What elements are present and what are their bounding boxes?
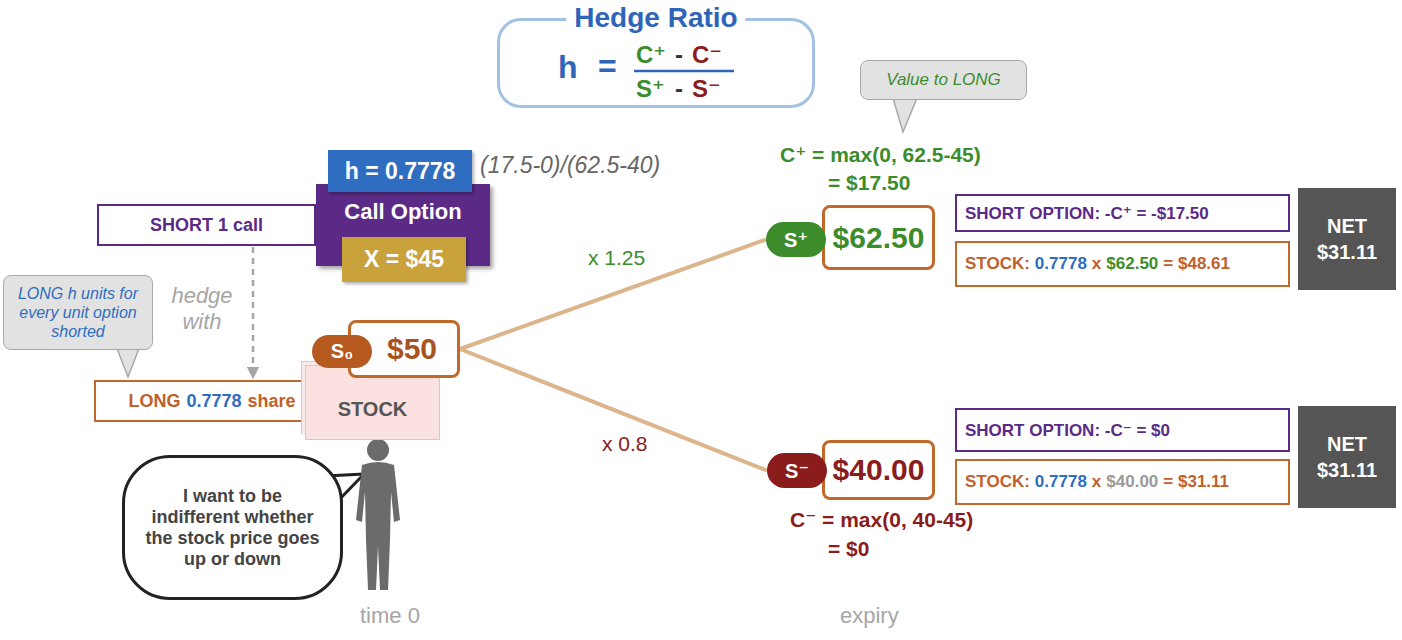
annotation-label: time 0 bbox=[360, 603, 420, 629]
position-text: share bbox=[248, 391, 296, 412]
ratio-text: h = 0.7778 bbox=[345, 158, 456, 185]
pill-text: S⁻ bbox=[785, 459, 809, 483]
callout-tail bbox=[116, 346, 140, 377]
payoff-text: x bbox=[1092, 472, 1101, 492]
fraction-bar bbox=[634, 70, 734, 73]
edge-label: x 0.8 bbox=[600, 432, 650, 456]
payoff-text: x bbox=[1092, 254, 1101, 274]
callout-text: LONG h units for every unit option short… bbox=[9, 284, 147, 341]
formula-text: S⁺ bbox=[636, 77, 665, 101]
annotation-label: C⁻ = max(0, 40-45) bbox=[790, 508, 973, 532]
price-pill: S⁺ bbox=[766, 222, 826, 257]
price-text: $62.50 bbox=[833, 221, 925, 255]
formula-text: C⁺ bbox=[636, 43, 666, 67]
formula-text: h bbox=[558, 51, 578, 83]
net-text: $31.11 bbox=[1317, 457, 1377, 483]
formula-box: Hedge Ratioh=C⁺-C⁻S⁺-S⁻ bbox=[497, 18, 815, 108]
callout-text: Value to LONG bbox=[886, 70, 1001, 90]
edge-label: hedge with bbox=[166, 283, 238, 335]
annotation-label: expiry bbox=[840, 603, 899, 629]
payoff-text: = $48.61 bbox=[1163, 254, 1230, 274]
position-text: 0.7778 bbox=[186, 391, 241, 412]
position-text: LONG bbox=[128, 391, 180, 412]
payoff-box: SHORT OPTION: -C⁻ = $0 bbox=[955, 408, 1290, 452]
person-body bbox=[356, 462, 400, 590]
net-box: NET$31.11 bbox=[1298, 188, 1396, 290]
net-box: NET$31.11 bbox=[1298, 406, 1396, 508]
formula-text: C⁻ bbox=[692, 43, 722, 67]
formula-text: = bbox=[598, 50, 617, 82]
price-pill: S⁻ bbox=[767, 453, 827, 488]
callout-box: LONG h units for every unit option short… bbox=[3, 275, 153, 350]
formula-text: S⁻ bbox=[692, 77, 721, 101]
payoff-box: STOCK:0.7778x$62.50= $48.61 bbox=[955, 241, 1290, 287]
payoff-text: 0.7778 bbox=[1035, 472, 1087, 492]
option-box: Call Optionh = 0.7778X = $45 bbox=[316, 184, 490, 266]
speech-text: I want to be indifferent whether the sto… bbox=[140, 486, 325, 570]
strike-text: X = $45 bbox=[364, 246, 444, 273]
option-text: Call Option bbox=[316, 200, 490, 224]
pill-text: S₀ bbox=[331, 340, 353, 363]
net-text: $31.11 bbox=[1317, 239, 1377, 265]
payoff-box: SHORT OPTION: -C⁺ = -$17.50 bbox=[955, 194, 1290, 232]
net-text: NET bbox=[1327, 213, 1367, 239]
price-box: $62.50 bbox=[822, 205, 935, 270]
payoff-text: STOCK: bbox=[965, 472, 1030, 492]
price-text: $50 bbox=[387, 332, 437, 366]
person-head bbox=[367, 439, 389, 461]
stock-text: STOCK bbox=[306, 398, 439, 420]
payoff-text: 0.7778 bbox=[1035, 254, 1087, 274]
connector bbox=[252, 247, 255, 378]
payoff-text: $40.00 bbox=[1106, 472, 1158, 492]
callout-tail bbox=[893, 98, 917, 132]
strike-box: X = $45 bbox=[342, 237, 466, 282]
position-box: LONG 0.7778 share bbox=[94, 380, 330, 422]
price-pill: S₀ bbox=[312, 335, 372, 368]
annotation-label: (17.5-0)/(62.5-40) bbox=[480, 152, 660, 179]
price-text: $40.00 bbox=[833, 453, 925, 487]
payoff-text: STOCK: bbox=[965, 254, 1030, 274]
ratio-box: h = 0.7778 bbox=[328, 150, 472, 192]
annotation-label: = $17.50 bbox=[828, 171, 910, 195]
net-text: NET bbox=[1327, 431, 1367, 457]
edge-label: x 1.25 bbox=[586, 246, 647, 270]
payoff-text: $62.50 bbox=[1106, 254, 1158, 274]
annotation-label: = $0 bbox=[828, 537, 869, 561]
connector bbox=[460, 240, 766, 350]
annotation-label: C⁺ = max(0, 62.5-45) bbox=[780, 143, 981, 167]
pill-text: S⁺ bbox=[784, 228, 808, 252]
payoff-text: = $31.11 bbox=[1163, 472, 1229, 492]
callout-box: Value to LONG bbox=[860, 60, 1027, 100]
connector bbox=[460, 349, 767, 471]
position-text: SHORT 1 call bbox=[150, 215, 263, 236]
payoff-box: STOCK:0.7778x$40.00= $31.11 bbox=[955, 459, 1290, 505]
formula-text: Hedge Ratio bbox=[566, 2, 745, 34]
formula-text: - bbox=[675, 43, 683, 67]
speech-bubble: I want to be indifferent whether the sto… bbox=[122, 455, 343, 600]
formula-text: - bbox=[675, 77, 683, 101]
payoff-text: SHORT OPTION: -C⁻ = $0 bbox=[965, 420, 1170, 441]
position-box: SHORT 1 call bbox=[97, 204, 316, 246]
price-box: $40.00 bbox=[822, 440, 935, 500]
payoff-text: SHORT OPTION: -C⁺ = -$17.50 bbox=[965, 203, 1209, 224]
